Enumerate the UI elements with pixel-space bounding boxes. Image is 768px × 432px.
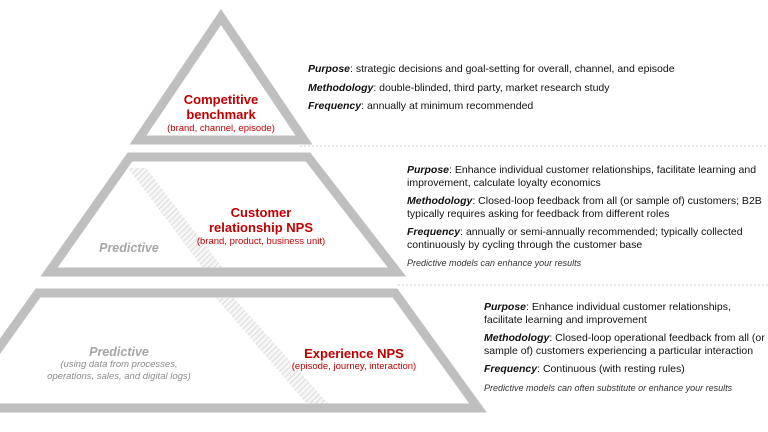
methodology-line: Methodology: Closed-loop operational fee… bbox=[484, 332, 765, 357]
methodology-text: : Closed-loop feedback from all (or samp… bbox=[472, 195, 762, 207]
methodology-text: sample of) customers experiencing a part… bbox=[484, 344, 754, 357]
predictive-note: Predictive models can enhance your resul… bbox=[407, 258, 582, 268]
frequency-text: : annually or semi-annually recommended;… bbox=[460, 226, 743, 238]
methodology-text: : Closed-loop operational feedback from … bbox=[549, 332, 765, 344]
experience-nps-subtitle: (episode, journey, interaction) bbox=[291, 361, 417, 372]
predictive-note: Predictive models can often substitute o… bbox=[484, 382, 733, 393]
purpose-label: Purpose bbox=[407, 164, 450, 176]
title-line: Customer bbox=[230, 205, 292, 220]
purpose-label: Purpose bbox=[484, 301, 527, 313]
methodology-text: : double-blinded, third party, market re… bbox=[373, 81, 610, 94]
frequency-label: Frequency bbox=[308, 100, 362, 112]
methodology-label: Methodology bbox=[308, 81, 374, 94]
predictive-band bbox=[216, 298, 334, 410]
experience-nps-title: Experience NPS bbox=[304, 346, 404, 361]
title-line: relationship NPS bbox=[208, 220, 314, 235]
predictive-data-sources: (using data from processes, operations, … bbox=[34, 359, 204, 382]
purpose-text: facilitate learning and improvement bbox=[484, 313, 647, 326]
purpose-text: : Enhance individual customer relationsh… bbox=[526, 301, 731, 313]
frequency-line: Frequency: annually at minimum recommend… bbox=[308, 100, 675, 113]
pyramid-middle-tier bbox=[40, 152, 407, 277]
relationship-nps-title: Customer relationship NPS bbox=[196, 205, 326, 235]
purpose-line: Purpose: Enhance individual customer rel… bbox=[484, 301, 765, 326]
purpose-line: Purpose: strategic decisions and goal-se… bbox=[308, 63, 675, 76]
pyramid-bottom-tier bbox=[0, 288, 487, 413]
frequency-line: Frequency: Continuous (with resting rule… bbox=[484, 363, 765, 376]
purpose-text: : Enhance individual customer relationsh… bbox=[449, 164, 757, 176]
purpose-text: improvement, calculate loyalty economics bbox=[407, 176, 601, 189]
pyramid-top-tier bbox=[129, 8, 313, 145]
relationship-nps-description: Purpose: Enhance individual customer rel… bbox=[407, 164, 762, 276]
competitive-benchmark-subtitle: (brand, channel, episode) bbox=[167, 123, 275, 134]
competitive-benchmark-title: Competitive benchmark bbox=[160, 92, 282, 122]
frequency-label: Frequency bbox=[407, 226, 461, 238]
frequency-text: continuously by cycling through the cust… bbox=[407, 238, 643, 251]
purpose-text: : strategic decisions and goal-setting f… bbox=[350, 63, 675, 75]
methodology-line: Methodology: Closed-loop feedback from a… bbox=[407, 195, 762, 220]
purpose-line: Purpose: Enhance individual customer rel… bbox=[407, 164, 762, 189]
predictive-sub-line: (using data from processes, bbox=[60, 359, 178, 370]
frequency-line: Frequency: annually or semi-annually rec… bbox=[407, 226, 762, 251]
methodology-text: typically requires asking for feedback f… bbox=[407, 207, 670, 220]
title-line: benchmark bbox=[186, 107, 256, 122]
frequency-text: : Continuous (with resting rules) bbox=[537, 363, 685, 375]
predictive-sub-line: operations, sales, and digital logs) bbox=[47, 370, 191, 382]
title-line: Competitive bbox=[183, 92, 259, 107]
purpose-label: Purpose bbox=[308, 63, 351, 75]
methodology-line: Methodology: double-blinded, third party… bbox=[308, 82, 675, 95]
relationship-nps-subtitle: (brand, product, business unit) bbox=[196, 236, 326, 247]
methodology-label: Methodology bbox=[484, 332, 550, 344]
predictive-label: Predictive bbox=[99, 241, 159, 255]
frequency-text: : annually at minimum recommended bbox=[361, 100, 534, 112]
experience-nps-description: Purpose: Enhance individual customer rel… bbox=[484, 301, 765, 400]
competitive-benchmark-description: Purpose: strategic decisions and goal-se… bbox=[308, 63, 675, 119]
frequency-label: Frequency bbox=[484, 363, 538, 375]
methodology-label: Methodology bbox=[407, 195, 473, 207]
predictive-label: Predictive bbox=[89, 345, 149, 359]
predictive-band bbox=[128, 168, 228, 275]
